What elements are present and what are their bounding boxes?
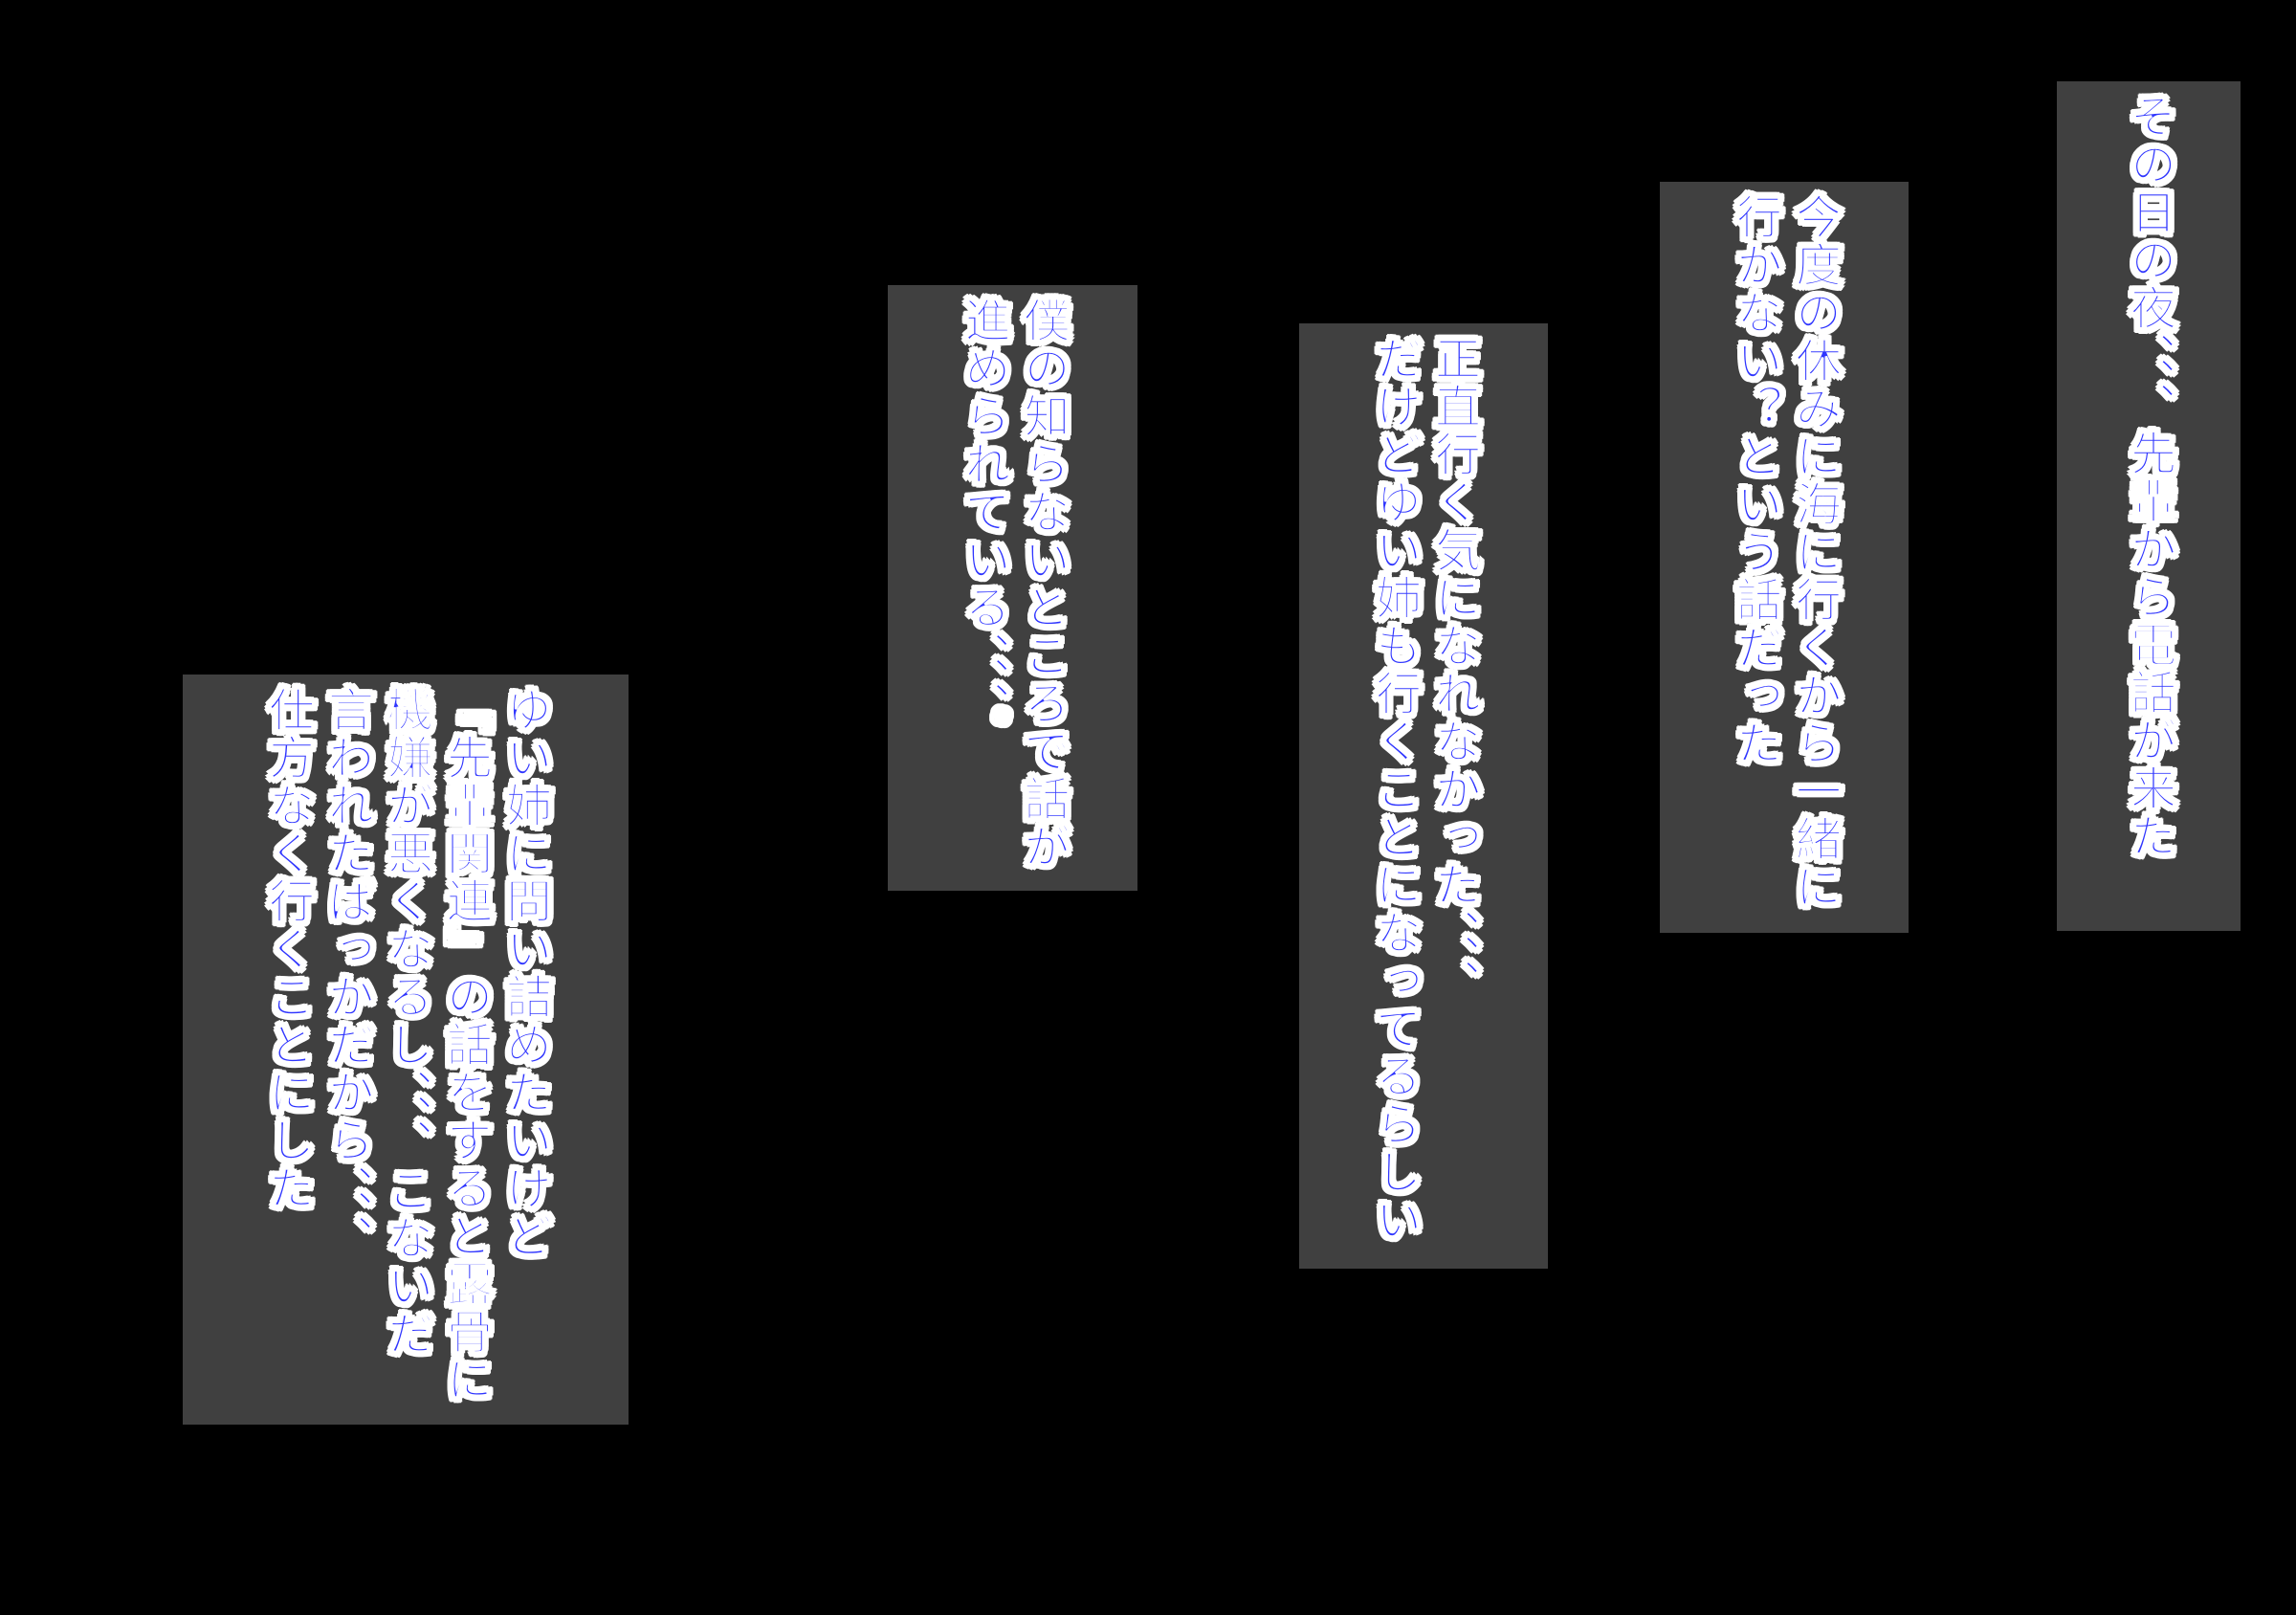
caption-line: 今度の休みに海に行くから一緒に bbox=[1787, 193, 1842, 912]
caption-line: 進められている、、、。 bbox=[956, 297, 1010, 755]
caption-line: 『先輩関連』の話をすると露骨に bbox=[438, 686, 493, 1405]
caption-line: 機嫌が悪くなるし、、、こないだ bbox=[379, 686, 433, 1359]
caption-panel-3: 正直行く気になれなかった、、、 だけどゆい姉も行くことになってるらしい bbox=[1299, 323, 1548, 1269]
caption-line: 言われたばっかだから、、、 bbox=[320, 686, 374, 1263]
caption-line: 正直行く気になれなかった、、、 bbox=[1426, 335, 1481, 1007]
caption-panel-5: ゆい姉に問い詰めたいけど 『先輩関連』の話をすると露骨に 機嫌が悪くなるし、、、… bbox=[183, 675, 629, 1425]
caption-line: 僕の知らないところで話が bbox=[1015, 297, 1070, 872]
caption-panel-1: その日の夜、、、先輩から電話が来た bbox=[2057, 81, 2241, 931]
caption-line: 仕方なく行くことにした bbox=[260, 686, 315, 1213]
caption-line: ゆい姉に問い詰めたいけど bbox=[497, 686, 552, 1261]
caption-line: だけどゆい姉も行くことになってるらしい bbox=[1367, 335, 1422, 1245]
caption-line: 行かない？という話だった bbox=[1728, 193, 1782, 768]
caption-line: その日の夜、、、先輩から電話が来た bbox=[2122, 93, 2176, 861]
caption-panel-4: 僕の知らないところで話が 進められている、、、。 bbox=[888, 285, 1137, 891]
caption-panel-2: 今度の休みに海に行くから一緒に 行かない？という話だった bbox=[1660, 182, 1909, 933]
